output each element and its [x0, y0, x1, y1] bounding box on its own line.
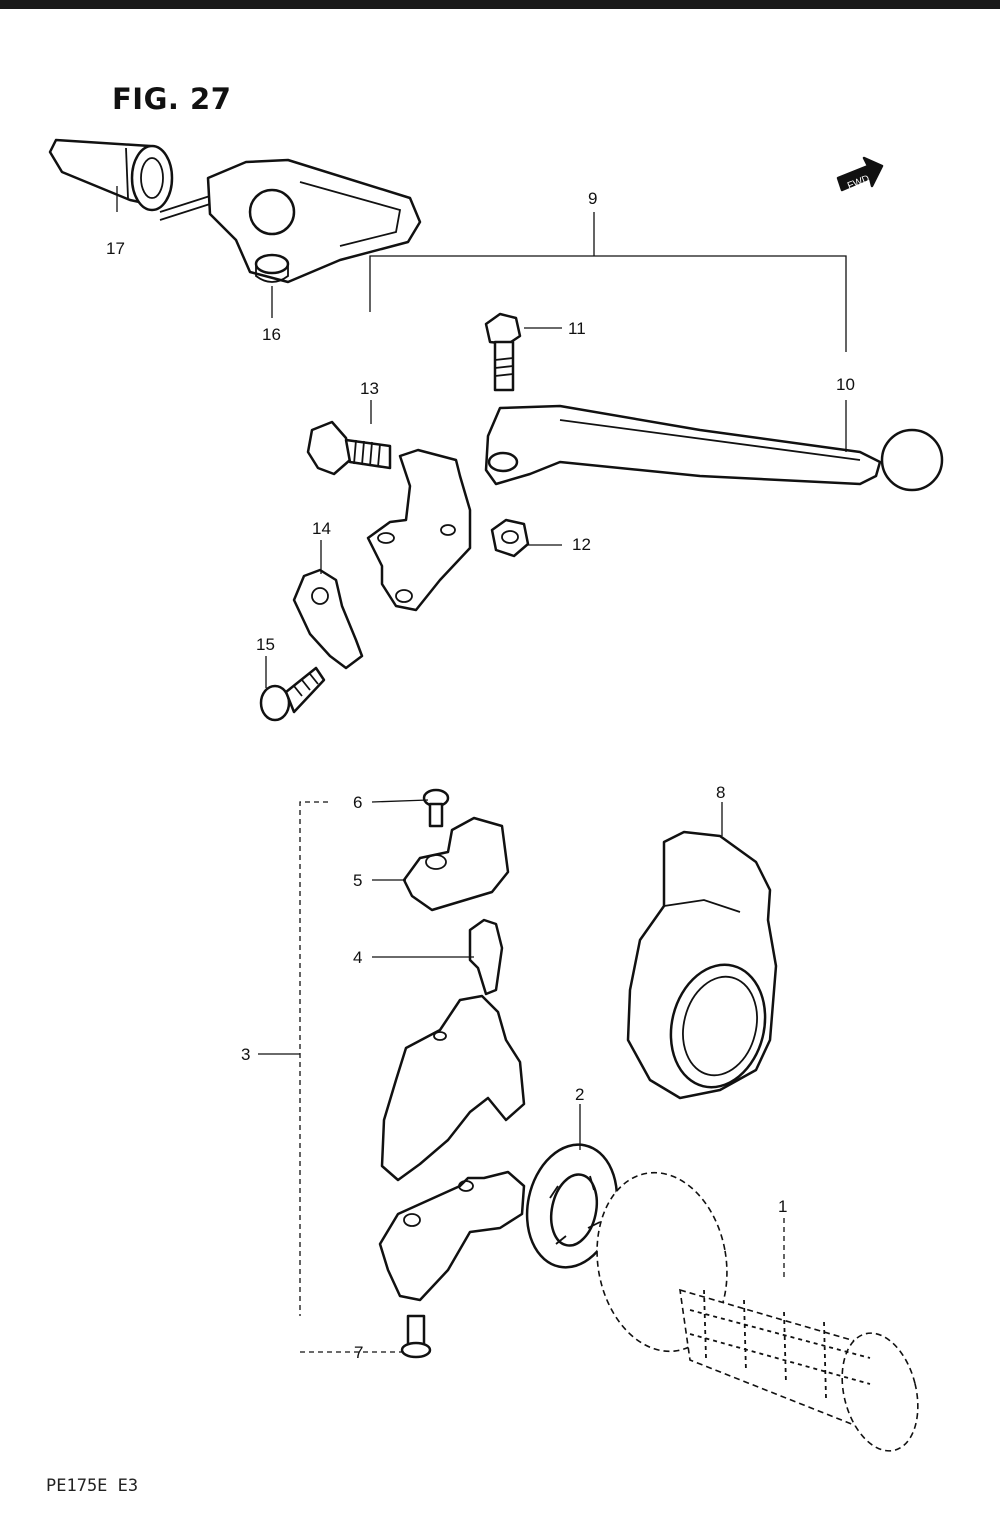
callout-3: 3: [241, 1045, 250, 1064]
callout-15: 15: [256, 635, 275, 654]
part-13-adjuster-bolt[interactable]: [306, 420, 392, 476]
part-lever-perch[interactable]: [366, 448, 472, 612]
callout-9: 9: [588, 189, 597, 208]
part-1-throttle-grip[interactable]: [583, 1162, 929, 1459]
callout-12: 12: [572, 535, 591, 554]
callout-1: 1: [778, 1197, 787, 1216]
part-16-lever-holder[interactable]: [206, 158, 422, 284]
part-12-nut[interactable]: [490, 518, 530, 558]
part-14-clamp[interactable]: [292, 568, 364, 670]
part-6-screw[interactable]: [422, 788, 450, 828]
leader-lines: [116, 186, 847, 1353]
callout-labels: 17 16 9 10 11 12 13 14 15 6 5 4 3 8 2 1 …: [106, 189, 855, 1362]
part-8-housing-cover[interactable]: [626, 830, 778, 1100]
forward-arrow-icon: FWD: [836, 156, 884, 192]
part-4-clip[interactable]: [468, 918, 504, 996]
callout-14: 14: [312, 519, 331, 538]
callout-4: 4: [353, 948, 362, 967]
part-17-dust-boot[interactable]: [48, 138, 211, 221]
drawing-code: PE175E E3: [46, 1476, 139, 1496]
callout-2: 2: [575, 1085, 584, 1104]
scan-top-border: [0, 0, 1000, 9]
part-2-throttle-pulley[interactable]: [516, 1136, 628, 1276]
part-5-cable-holder[interactable]: [402, 816, 510, 912]
callout-13: 13: [360, 379, 379, 398]
callout-8: 8: [716, 783, 725, 802]
part-10-clutch-lever[interactable]: [484, 404, 944, 492]
part-3-throttle-housing-upper[interactable]: [380, 994, 526, 1182]
part-3-throttle-housing-lower[interactable]: [378, 1170, 526, 1302]
callout-7: 7: [354, 1343, 363, 1362]
callout-11: 11: [568, 319, 586, 338]
callout-10: 10: [836, 375, 855, 394]
callout-16: 16: [262, 325, 281, 344]
figure-title: FIG. 27: [112, 82, 232, 116]
callout-17: 17: [106, 239, 125, 258]
callout-6: 6: [353, 793, 362, 812]
callout-5: 5: [353, 871, 362, 890]
part-11-pivot-bolt[interactable]: [484, 312, 522, 392]
part-7-bolt[interactable]: [400, 1314, 432, 1359]
part-15-screw[interactable]: [259, 666, 326, 722]
